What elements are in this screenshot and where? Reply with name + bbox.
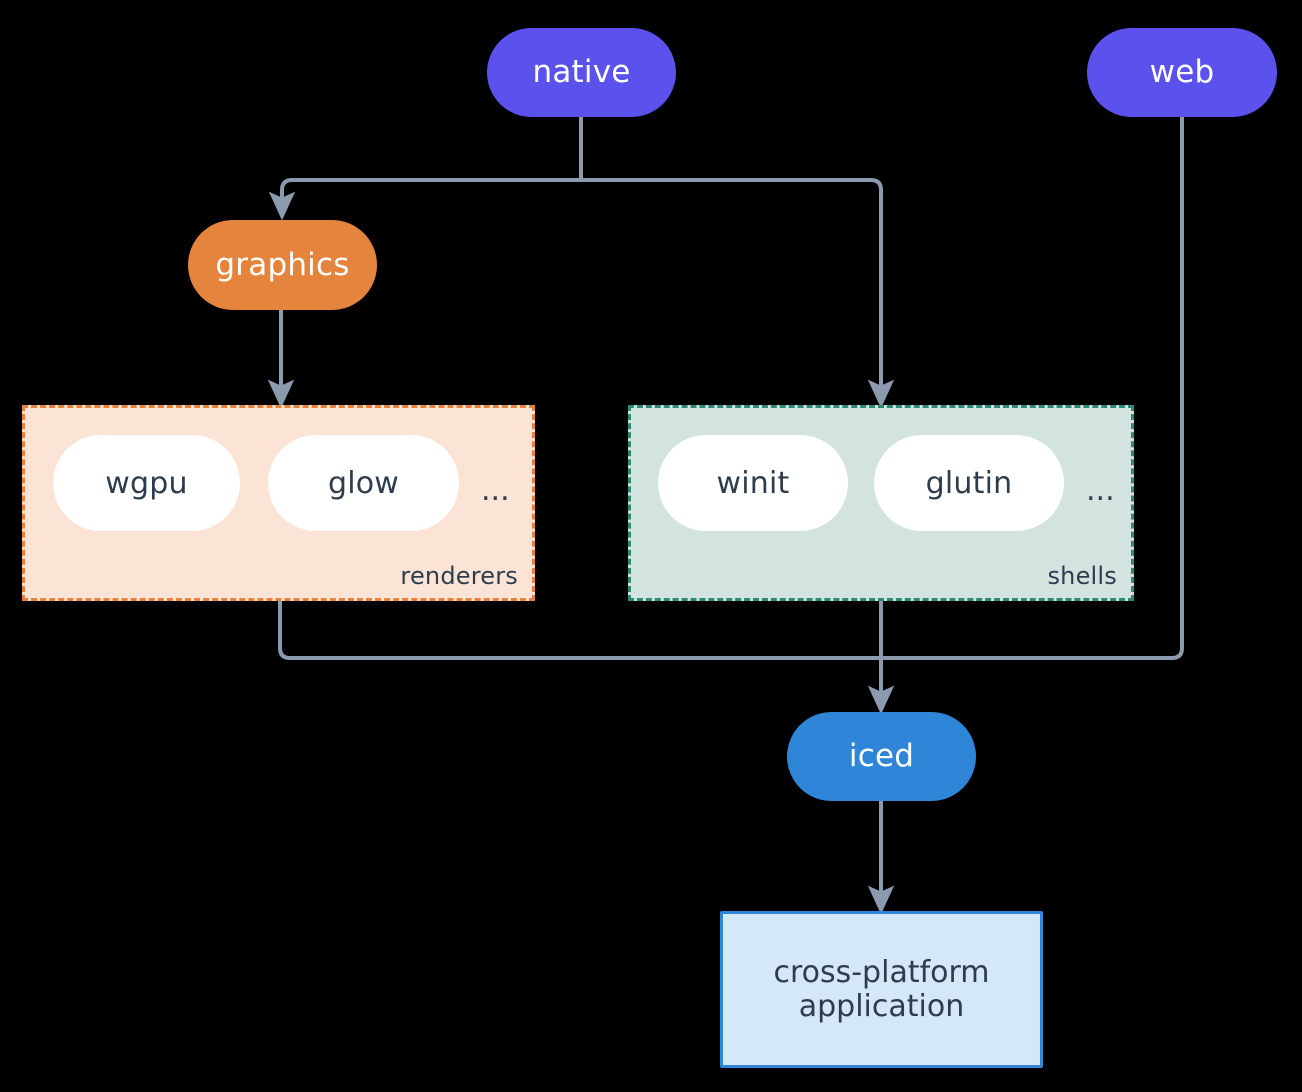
node-web[interactable]: web bbox=[1087, 28, 1277, 117]
node-graphics[interactable]: graphics bbox=[188, 220, 377, 310]
group-renderers-label: renderers bbox=[400, 562, 518, 590]
group-shells-label: shells bbox=[1047, 562, 1117, 590]
shells-overflow-ellipsis: ... bbox=[1086, 473, 1115, 508]
chip-wgpu[interactable]: wgpu bbox=[53, 435, 240, 531]
edge-native-to-shells bbox=[579, 115, 895, 409]
node-iced-label: iced bbox=[848, 738, 915, 775]
renderers-overflow-ellipsis: ... bbox=[481, 473, 510, 508]
node-web-label: web bbox=[1149, 54, 1215, 91]
node-iced[interactable]: iced bbox=[787, 712, 976, 801]
node-application-line1: cross-platform bbox=[773, 954, 990, 990]
chip-wgpu-label: wgpu bbox=[105, 465, 188, 501]
node-graphics-label: graphics bbox=[215, 246, 350, 283]
node-application[interactable]: cross-platform application bbox=[720, 911, 1043, 1068]
edge-renderers-to-iced bbox=[278, 599, 883, 660]
chip-glow-label: glow bbox=[327, 465, 400, 501]
chip-glutin[interactable]: glutin bbox=[874, 435, 1064, 531]
node-native-label: native bbox=[532, 54, 631, 91]
chip-winit-label: winit bbox=[716, 465, 790, 501]
node-application-line2: application bbox=[798, 988, 965, 1024]
group-renderers: wgpu glow ... renderers bbox=[22, 405, 535, 601]
chip-glutin-label: glutin bbox=[925, 465, 1013, 501]
group-shells: winit glutin ... shells bbox=[628, 405, 1134, 601]
edge-native-to-graphics bbox=[268, 115, 583, 221]
chip-winit[interactable]: winit bbox=[658, 435, 848, 531]
chip-glow[interactable]: glow bbox=[268, 435, 459, 531]
node-native[interactable]: native bbox=[487, 28, 676, 117]
